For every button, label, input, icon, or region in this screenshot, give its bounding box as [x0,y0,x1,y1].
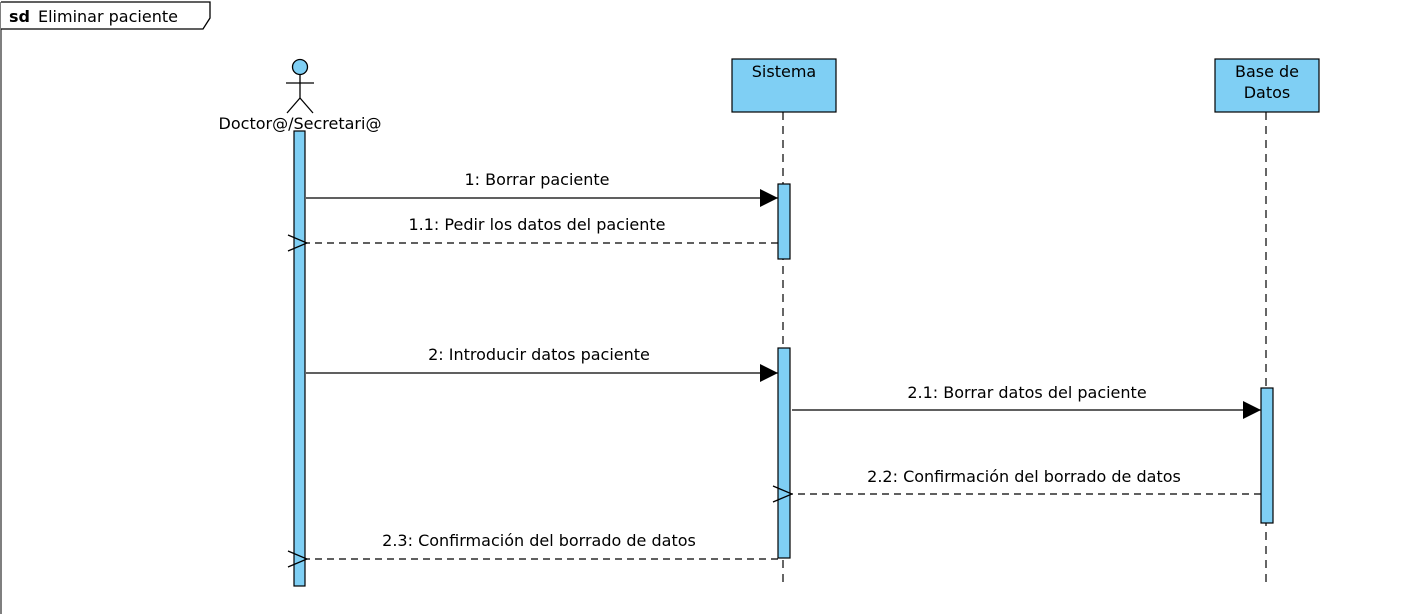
database-activation [1260,387,1274,524]
sistema-label: Sistema [752,62,816,81]
diagram-frame: sd Eliminar paciente [0,1,211,614]
frame-title: Eliminar paciente [38,7,178,26]
message-1-1: 1.1: Pedir los datos del paciente [307,215,778,243]
message-1-label: 1: Borrar paciente [464,170,609,189]
database-lifeline: Base de Datos [1214,58,1320,585]
database-label-line1: Base de [1235,62,1299,81]
actor-activation-bar [293,130,306,587]
sistema-activation-1 [777,183,791,260]
message-2: 2: Introducir datos paciente [306,345,778,382]
database-label-line2: Datos [1244,83,1291,102]
message-1-1-label: 1.1: Pedir los datos del paciente [408,215,665,234]
actor-lifeline: Doctor@/Secretari@ [219,58,382,587]
actor-stick-figure-icon [286,58,314,114]
message-2-label: 2: Introducir datos paciente [428,345,650,364]
sistema-activation-2 [777,347,791,559]
message-2-3-label: 2.3: Confirmación del borrado de datos [382,531,696,550]
message-2-3: 2.3: Confirmación del borrado de datos [307,531,778,559]
message-2-2-label: 2.2: Confirmación del borrado de datos [867,467,1181,486]
actor-label: Doctor@/Secretari@ [219,114,382,133]
database-head [1214,58,1320,113]
message-2-2: 2.2: Confirmación del borrado de datos [792,467,1261,494]
frame-keyword: sd [9,7,30,26]
message-1: 1: Borrar paciente [306,170,778,207]
message-2-1-label: 2.1: Borrar datos del paciente [907,383,1146,402]
sistema-head [731,58,837,113]
message-2-1: 2.1: Borrar datos del paciente [792,383,1261,419]
sistema-lifeline: Sistema [731,58,837,585]
